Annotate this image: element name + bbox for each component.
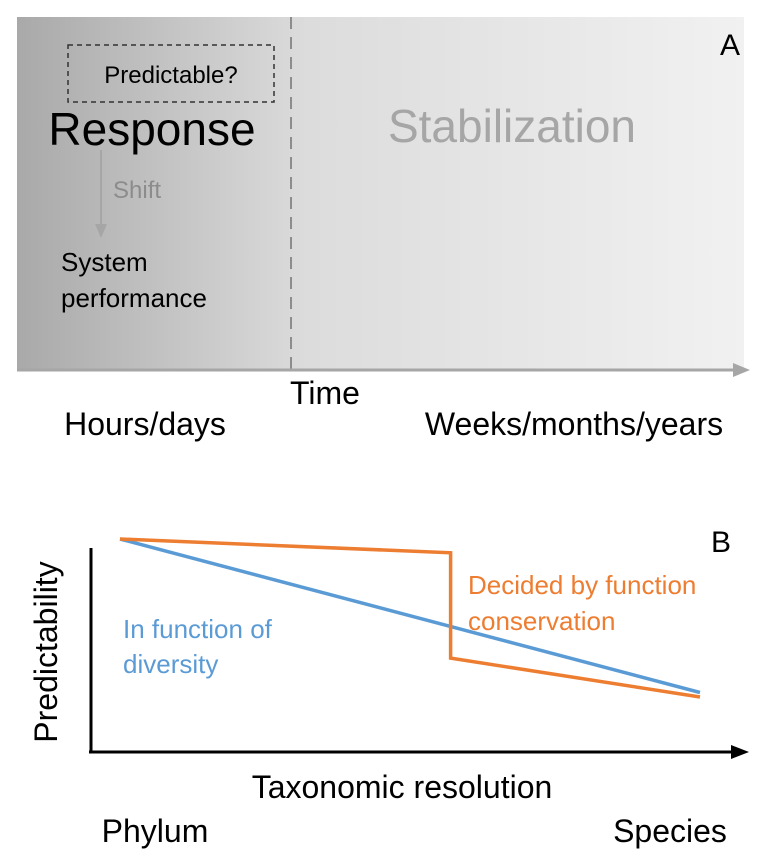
hours-days-label: Hours/days xyxy=(64,406,226,442)
panel-b: Predictability Taxonomic resolution Phyl… xyxy=(28,526,749,849)
panel-a-letter: A xyxy=(720,29,740,62)
blue-series-label-line1: In function of xyxy=(123,614,273,644)
orange-series-label-line2: conservation xyxy=(468,606,615,636)
panel-b-letter: B xyxy=(711,526,731,559)
panel-a: Predictable? Response Stabilization A Sh… xyxy=(17,17,750,442)
shift-label: Shift xyxy=(113,177,161,204)
stabilization-label: Stabilization xyxy=(388,100,636,152)
blue-series-label-line2: diversity xyxy=(123,649,218,679)
x-axis-arrowhead xyxy=(731,745,749,759)
series-line-diversity xyxy=(119,537,701,695)
x-axis-label: Taxonomic resolution xyxy=(252,769,553,805)
orange-series-label-line1: Decided by function xyxy=(468,570,696,600)
time-axis-label: Time xyxy=(290,375,360,411)
phylum-label: Phylum xyxy=(102,813,209,849)
response-label: Response xyxy=(48,103,255,155)
system-performance-line2: performance xyxy=(61,283,207,313)
series-line-function-conservation xyxy=(119,537,701,699)
y-axis-label: Predictability xyxy=(28,561,64,742)
weeks-months-years-label: Weeks/months/years xyxy=(425,406,723,442)
predictable-label: Predictable? xyxy=(104,62,237,89)
timeline-background xyxy=(17,17,744,369)
species-label: Species xyxy=(613,813,727,849)
time-axis-arrowhead xyxy=(733,363,750,377)
system-performance-line1: System xyxy=(61,247,148,277)
predictable-box xyxy=(67,44,275,103)
shift-arrow-head xyxy=(95,224,107,238)
series-layer xyxy=(119,537,701,699)
